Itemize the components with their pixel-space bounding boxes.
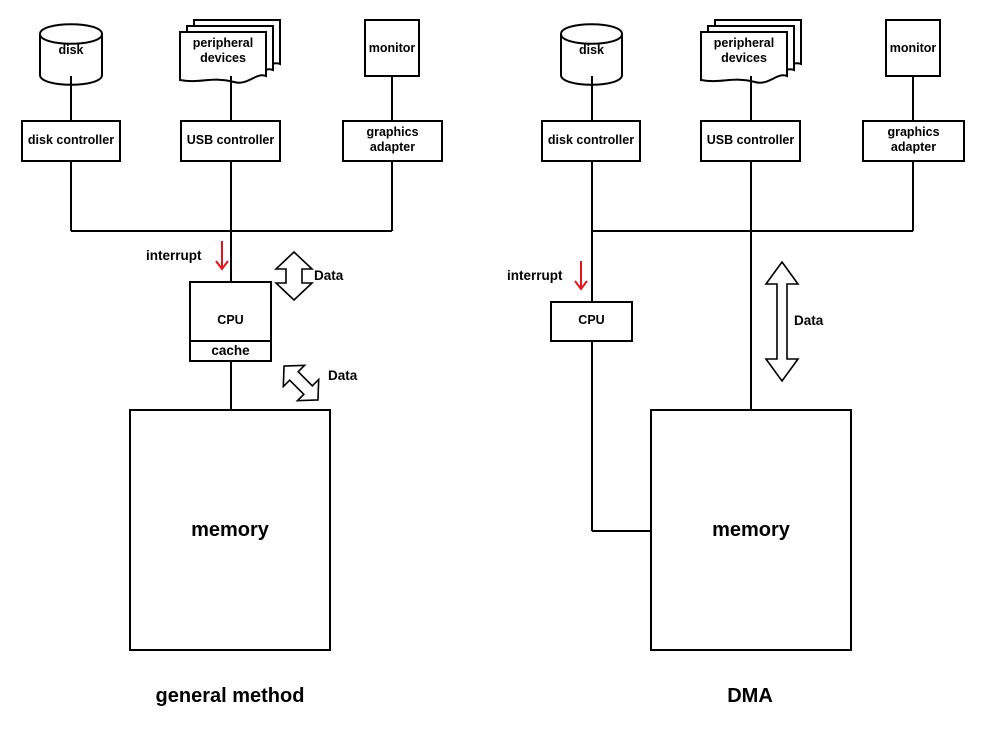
left-connectors (70, 76, 393, 410)
right-memory-box (650, 409, 852, 651)
right-monitor-box (885, 19, 941, 77)
right-monitor-label: monitor (889, 41, 937, 55)
left-interrupt-arrow (215, 241, 229, 271)
right-usb-controller-label: USB controller (706, 133, 795, 147)
left-monitor-box (364, 19, 420, 77)
left-cpu-label: CPU (217, 313, 244, 327)
right-cpu-label: CPU (578, 313, 605, 327)
right-disk-label: disk (578, 43, 604, 57)
left-memory-box (129, 409, 331, 651)
right-peripheral-sheet-front (700, 31, 788, 84)
right-connectors (591, 76, 914, 532)
left-data-arrow-top (273, 250, 315, 302)
left-data-label-bottom: Data (328, 368, 358, 383)
right-data-label: Data (794, 313, 824, 328)
right-interrupt-arrow (574, 261, 588, 291)
left-usb-controller-label: USB controller (186, 133, 275, 147)
left-interrupt-label: interrupt (146, 248, 202, 263)
left-diagram (21, 19, 443, 651)
right-disk-shape (560, 23, 623, 86)
right-disk-controller-label: disk controller (547, 133, 635, 147)
left-data-label-top: Data (314, 268, 344, 283)
right-data-arrow (764, 260, 800, 383)
right-disk-top-edge (560, 33, 623, 45)
left-monitor-label: monitor (368, 41, 416, 55)
right-interrupt-label: interrupt (507, 268, 563, 283)
left-disk-shape (39, 23, 103, 86)
left-caption: general method (155, 685, 305, 707)
right-disk-controller-box (541, 120, 641, 162)
left-disk-top-edge (39, 33, 103, 45)
left-data-arrow-bottom (282, 364, 320, 402)
right-diagram (541, 19, 965, 651)
right-caption: DMA (727, 685, 773, 707)
left-disk-controller-label: disk controller (27, 133, 115, 147)
right-graphics-adapter-box (862, 120, 965, 162)
left-peripheral-sheet-front (179, 31, 267, 84)
left-disk-label: disk (58, 43, 84, 57)
left-cache-label: cache (211, 343, 250, 358)
left-cpu-box (189, 281, 272, 362)
right-memory-label: memory (712, 519, 790, 541)
right-usb-controller-box (700, 120, 801, 162)
left-memory-label: memory (191, 519, 269, 541)
right-cpu-box (550, 301, 633, 342)
